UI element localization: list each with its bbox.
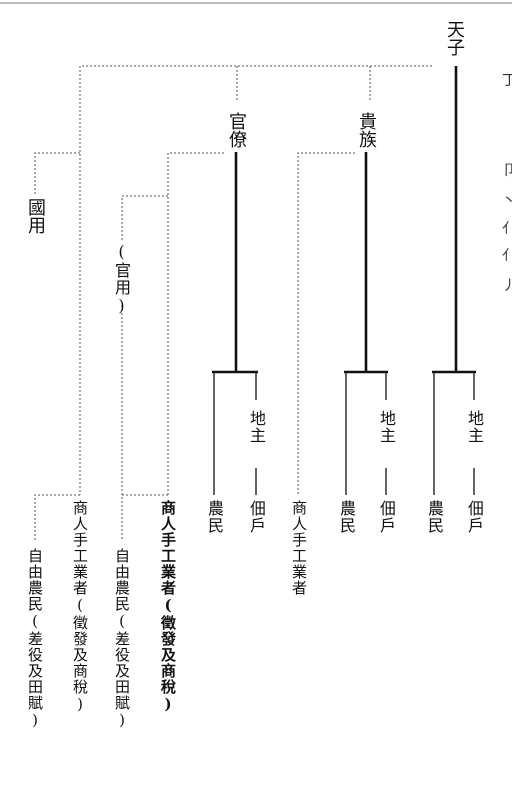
node-emperor-tenant: 佃戶: [465, 500, 484, 534]
node-official-use: (官用): [112, 242, 131, 316]
node-officials-free-farmer: 自由農民(差役及田賦): [113, 548, 131, 730]
edge-fragment: 卩: [502, 163, 512, 179]
edge-fragment: 亻: [502, 248, 512, 264]
edge-fragment: 丿: [502, 278, 512, 294]
node-officials-merchant-levy: 商人手工業者(徵發及商稅): [159, 500, 177, 714]
node-emperor-landlord: 地主: [465, 410, 484, 444]
node-officials-tenant: 佃戶: [247, 500, 266, 534]
node-state-merchant-levy: 商人手工業者(徵發及商稅): [71, 500, 89, 714]
edge-fragment: 亻: [502, 221, 512, 237]
node-officials-landlord: 地主: [247, 410, 266, 444]
node-nobles: 貴族: [356, 112, 377, 148]
node-officials: 官僚: [226, 112, 247, 148]
edge-fragment: 丁: [502, 73, 512, 89]
node-nobles-tenant: 佃戶: [377, 500, 396, 534]
edge-fragment: 丶: [502, 193, 512, 209]
node-state-use: 國用: [25, 198, 46, 234]
node-emperor-farmer: 農民: [425, 500, 444, 534]
node-officials-farmer: 農民: [205, 500, 224, 534]
node-nobles-merchant: 商人手工業者: [290, 500, 308, 596]
dashed-connectors: [34, 65, 432, 540]
solid-connectors: [212, 66, 476, 495]
node-state-free-farmer: 自由農民(差役及田賦): [26, 548, 44, 730]
node-nobles-farmer: 農民: [337, 500, 356, 534]
node-emperor: 天子: [444, 20, 465, 56]
node-nobles-landlord: 地主: [377, 410, 396, 444]
